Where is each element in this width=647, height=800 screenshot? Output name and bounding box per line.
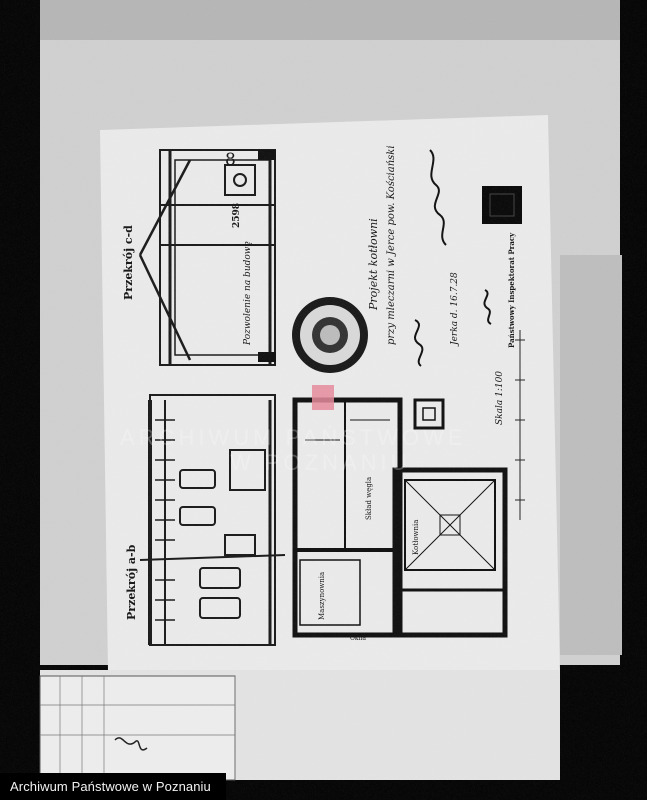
scale-label: Skala 1:100 <box>495 370 505 425</box>
plan-label-okno: Okna <box>350 635 366 642</box>
section-ab-label: Przekrój a-b <box>125 544 138 620</box>
section-cd-label: Przekrój c-d <box>122 225 135 300</box>
project-title: Projekt kotłowni <box>367 218 380 310</box>
plan-label-kotlownia: Kotłownia <box>412 519 420 555</box>
plan-label-maszynownia: Maszynownia <box>318 571 326 620</box>
project-subtitle: przy mleczarni w Jerce pow. Kościański <box>386 145 397 345</box>
watermark-line1: ARCHIWUM PAŃSTWOWE <box>120 425 467 450</box>
approval-note: Pozwolenie na budowę <box>243 241 253 345</box>
number-stamp: 2598 <box>232 202 242 228</box>
office-stamp: Państwowy Inspektorat Pracy <box>507 232 516 348</box>
archive-footer-label: Archiwum Państwowe w Poznaniu <box>10 779 211 794</box>
archive-footer: Archiwum Państwowe w Poznaniu <box>0 773 226 800</box>
date-signature: Jerka d. 16.7.28 <box>450 272 460 345</box>
sheet-number: 8 <box>225 150 236 170</box>
plan-label-sklad: Skład węgla <box>365 476 373 520</box>
watermark-line2: W POZNANIU <box>230 450 411 475</box>
